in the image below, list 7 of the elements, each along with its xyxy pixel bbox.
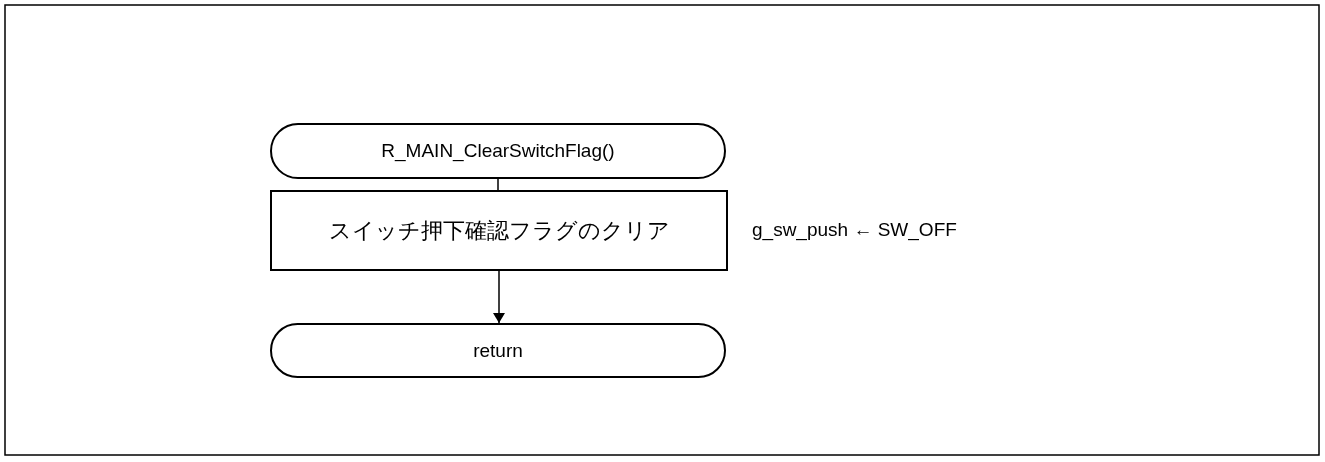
connector-line bbox=[497, 178, 499, 191]
process-box bbox=[270, 190, 728, 271]
step-label: R_MAIN_ClearSwitchFlag() bbox=[381, 140, 615, 162]
step-label: return bbox=[473, 339, 523, 362]
assignment-note: g_sw_push ← SW_OFF bbox=[752, 218, 957, 241]
arrow bbox=[493, 270, 505, 324]
step-label: スイッチ押下確認フラグのクリア bbox=[328, 216, 670, 245]
